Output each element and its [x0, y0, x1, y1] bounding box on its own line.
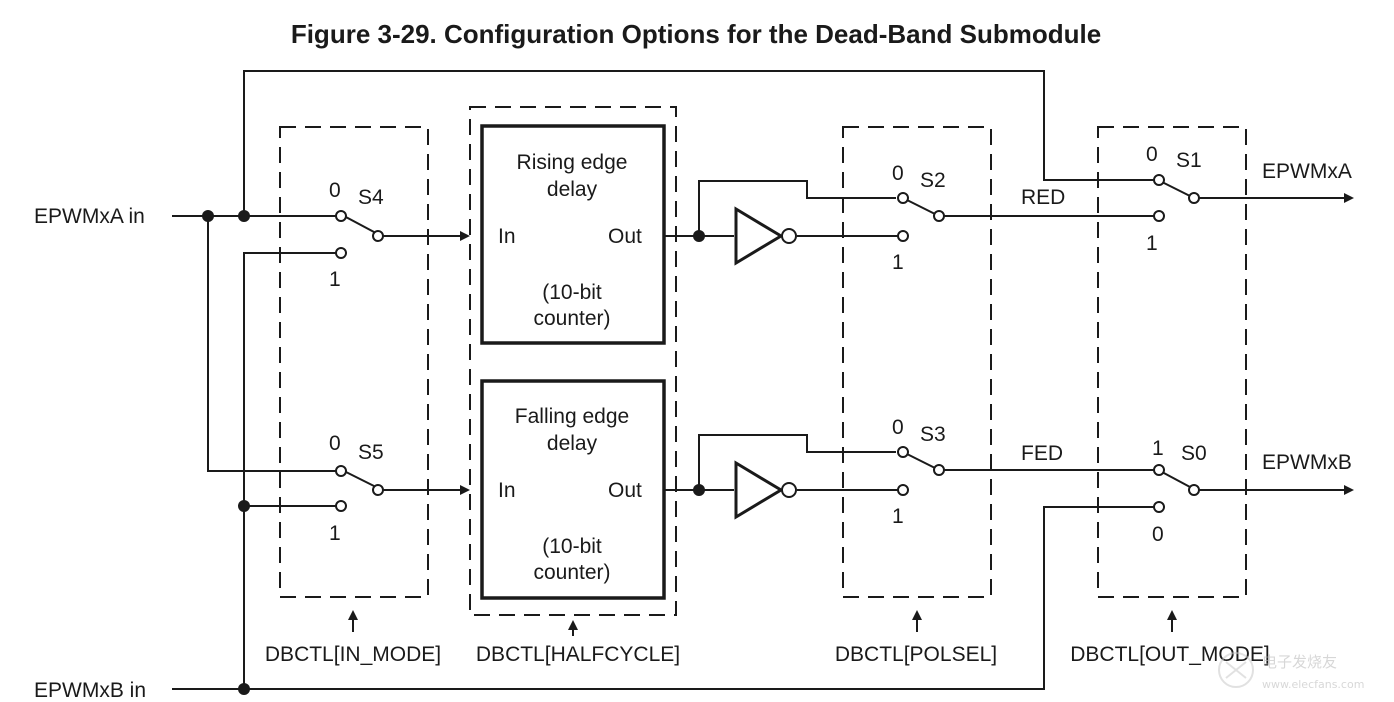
s0-pin-bottom	[1153, 501, 1165, 513]
s2-pin0	[897, 192, 909, 204]
s2-blade	[906, 199, 936, 215]
junction-a2	[238, 210, 250, 222]
s5-pin0	[335, 465, 347, 477]
halfcycle-group	[469, 106, 677, 616]
rising-title-line1: Rising edge	[517, 151, 628, 174]
s4-pivot	[372, 230, 384, 242]
s0-blade	[1161, 471, 1191, 488]
polsel-group	[842, 126, 992, 598]
rising-note-line2: counter)	[533, 307, 610, 330]
rising-title-line2: delay	[547, 178, 598, 201]
fed-bypass-wire	[698, 434, 896, 490]
s5-pivot	[372, 484, 384, 496]
red-bypass-wire	[698, 180, 896, 236]
junction-red	[693, 230, 705, 242]
cross-b-to-s4-wire	[243, 252, 338, 689]
s1-pos-bottom-label: 1	[1146, 232, 1158, 255]
epwmxb-in-wire	[172, 506, 1157, 690]
s2-pivot	[933, 210, 945, 222]
s3-blade	[906, 453, 936, 469]
junction-b2	[238, 683, 250, 695]
bypass-a-wire	[243, 70, 1157, 216]
falling-edge-delay-block	[480, 379, 666, 600]
s5-pin1	[335, 500, 347, 512]
junction-b1	[238, 500, 250, 512]
out-mode-group	[1097, 126, 1247, 598]
s2-pin1	[897, 230, 909, 242]
junction-fed	[693, 484, 705, 496]
inverter-a-bubble	[781, 228, 797, 244]
s0-name-label: S0	[1181, 442, 1207, 465]
s1-pin-top	[1153, 174, 1165, 186]
svg-text:电子发烧友: 电子发烧友	[1262, 653, 1337, 671]
falling-note-line1: (10-bit	[542, 535, 602, 558]
epwmxa-in-label: EPWMxA in	[34, 205, 145, 228]
falling-out-label: Out	[608, 479, 642, 502]
s2-pos1-label: 1	[892, 251, 904, 274]
rising-edge-delay-block	[480, 124, 666, 345]
s1-blade	[1161, 181, 1191, 197]
rising-out-label: Out	[608, 225, 642, 248]
epwmxb-in-label: EPWMxB in	[34, 679, 146, 702]
s4-blade	[343, 215, 375, 233]
junction-a1	[202, 210, 214, 222]
cross-a-to-s5-wire	[207, 216, 338, 472]
s1-name-label: S1	[1176, 149, 1202, 172]
s3-name-label: S3	[920, 423, 946, 446]
falling-title-line1: Falling edge	[515, 405, 629, 428]
s5-pos0-label: 0	[329, 432, 341, 455]
s4-name-label: S4	[358, 186, 384, 209]
s3-pos0-label: 0	[892, 416, 904, 439]
inverter-b-bubble	[781, 482, 797, 498]
s0-pivot	[1188, 484, 1200, 496]
epwmxa-out-label: EPWMxA	[1262, 160, 1352, 183]
polsel-register-label: DBCTL[POLSEL]	[835, 643, 997, 666]
out-mode-register-label: DBCTL[OUT_MODE]	[1070, 643, 1270, 666]
s1-pos-top-label: 0	[1146, 143, 1158, 166]
s3-pos1-label: 1	[892, 505, 904, 528]
s3-pin1	[897, 484, 909, 496]
s2-name-label: S2	[920, 169, 946, 192]
s0-pin-top	[1153, 464, 1165, 476]
s3-pivot	[933, 464, 945, 476]
s4-pin1	[335, 247, 347, 259]
fed-label: FED	[1021, 442, 1063, 465]
halfcycle-register-label: DBCTL[HALFCYCLE]	[476, 643, 680, 666]
s5-pos1-label: 1	[329, 522, 341, 545]
inverter-b-icon	[734, 460, 784, 520]
s3-pin0	[897, 446, 909, 458]
s5-blade	[343, 470, 375, 487]
s0-pos-bottom-label: 0	[1152, 523, 1164, 546]
s4-pos0-label: 0	[329, 179, 341, 202]
elecfans-watermark-logo: 电子发烧友 www.elecfans.com	[1218, 652, 1364, 691]
s5-name-label: S5	[358, 441, 384, 464]
s0-pos-top-label: 1	[1152, 437, 1164, 460]
falling-title-line2: delay	[547, 432, 598, 455]
s1-pivot	[1188, 192, 1200, 204]
in-mode-group	[279, 126, 429, 598]
rising-in-label: In	[498, 225, 516, 248]
s2-pos0-label: 0	[892, 162, 904, 185]
figure-title: Figure 3-29. Configuration Options for t…	[291, 19, 1101, 49]
falling-note-line2: counter)	[533, 561, 610, 584]
s4-pin0	[335, 210, 347, 222]
s1-pin-bottom	[1153, 210, 1165, 222]
in-mode-register-label: DBCTL[IN_MODE]	[265, 643, 441, 666]
s4-pos1-label: 1	[329, 268, 341, 291]
svg-text:www.elecfans.com: www.elecfans.com	[1262, 678, 1364, 691]
red-label: RED	[1021, 186, 1065, 209]
inverter-a-icon	[734, 206, 784, 266]
rising-note-line1: (10-bit	[542, 281, 602, 304]
epwmxb-out-label: EPWMxB	[1262, 451, 1352, 474]
falling-in-label: In	[498, 479, 516, 502]
